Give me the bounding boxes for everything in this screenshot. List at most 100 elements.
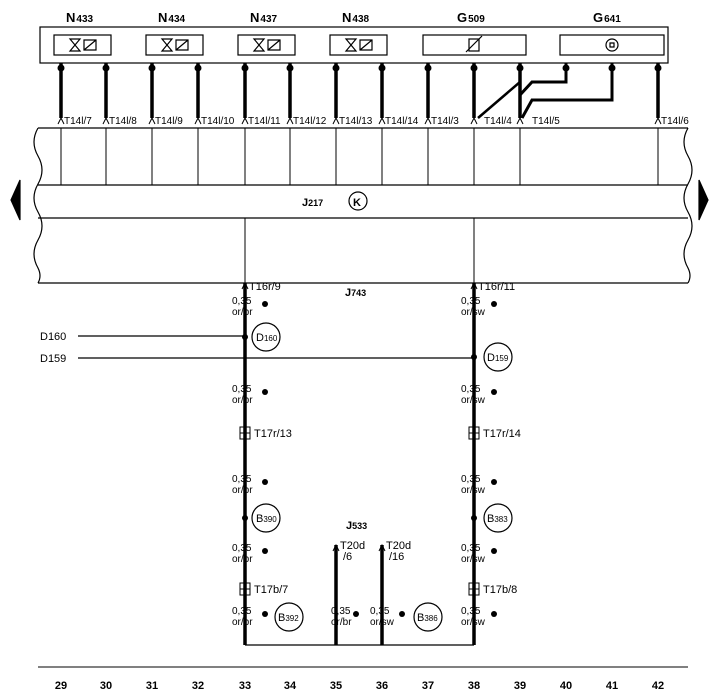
- svg-text:0,35: 0,35: [331, 606, 351, 617]
- left-triangle-icon: [10, 179, 21, 221]
- t14-pin-labels: T14l/7 T14l/8 T14l/9 T14l/10 T14l/11 T14…: [64, 116, 689, 127]
- svg-text:B386: B386: [417, 612, 438, 624]
- track-number: 37: [422, 680, 434, 692]
- svg-text:B392: B392: [278, 612, 299, 624]
- track-number: 36: [376, 680, 388, 692]
- pin-label: T14l/11: [248, 116, 281, 127]
- svg-text:0,35: 0,35: [232, 543, 252, 554]
- svg-text:B390: B390: [256, 513, 277, 525]
- j533-pin-b: T20d: [386, 540, 411, 552]
- pin-label: T14l/13: [339, 116, 373, 127]
- pin-label: T14l/4: [484, 116, 512, 127]
- connector-t17b-8: T17b/8: [483, 584, 517, 596]
- track-number: 29: [55, 680, 67, 692]
- svg-text:0,35: 0,35: [461, 384, 481, 395]
- svg-text:N434: N434: [158, 10, 186, 25]
- svg-text:0,35: 0,35: [232, 296, 252, 307]
- inline-connector-icon: [239, 426, 480, 596]
- component-letter: G: [457, 10, 467, 25]
- svg-text:G641: G641: [593, 10, 621, 25]
- pin-label: T14l/7: [64, 116, 92, 127]
- svg-text:D159: D159: [487, 352, 509, 364]
- track-number: 38: [468, 680, 480, 692]
- splice-dots: [242, 301, 497, 617]
- pin-label: T14l/9: [155, 116, 183, 127]
- j533-pin-a: T20d: [340, 540, 365, 552]
- svg-text:0,35: 0,35: [232, 384, 252, 395]
- component-wires: [59, 63, 660, 119]
- j533-label: J533: [346, 520, 367, 532]
- svg-text:N433: N433: [66, 10, 94, 25]
- svg-text:or/sw: or/sw: [370, 617, 395, 628]
- track-number: 33: [239, 680, 251, 692]
- track-number: 35: [330, 680, 342, 692]
- svg-text:or/br: or/br: [232, 307, 253, 318]
- svg-text:or/br: or/br: [232, 395, 253, 406]
- svg-text:0,35: 0,35: [461, 606, 481, 617]
- wire-dots: [57, 64, 662, 72]
- track-number: 32: [192, 680, 204, 692]
- connector-t17r-13: T17r/13: [254, 428, 292, 440]
- svg-text:N437: N437: [250, 10, 278, 25]
- component-letter: N: [158, 10, 167, 25]
- svg-text:or/br: or/br: [331, 617, 352, 628]
- component-labels: N433 N434 N437 N438 G509 G641: [66, 10, 621, 25]
- j533-pin-a-sub: /6: [343, 551, 352, 563]
- j217-label: J217: [302, 197, 323, 209]
- component-housing: [39, 26, 669, 64]
- component-letter: G: [593, 10, 603, 25]
- component-letter: N: [66, 10, 75, 25]
- svg-text:or/br: or/br: [232, 485, 253, 496]
- svg-text:or/sw: or/sw: [461, 307, 486, 318]
- component-number: 641: [604, 14, 621, 25]
- svg-text:0,35: 0,35: [461, 296, 481, 307]
- connector-t17b-7: T17b/7: [254, 584, 288, 596]
- splice-circles: [251, 322, 513, 632]
- pin-label: T14l/6: [661, 116, 689, 127]
- svg-text:0,35: 0,35: [461, 474, 481, 485]
- svg-text:G509: G509: [457, 10, 485, 25]
- component-number: 437: [260, 14, 277, 25]
- svg-text:0,35: 0,35: [370, 606, 390, 617]
- svg-text:or/sw: or/sw: [461, 485, 486, 496]
- pin-label: T14l/3: [431, 116, 459, 127]
- track-number: 40: [560, 680, 572, 692]
- k-symbol-icon: [348, 191, 368, 211]
- sensor-symbol-icon: [465, 35, 619, 53]
- pin-label: T14l/12: [293, 116, 327, 127]
- splice-labels: D160 D159 B390 B383 B392 B386: [256, 332, 509, 624]
- g641-box: [559, 34, 665, 56]
- track-number: 42: [652, 680, 664, 692]
- pin-label: T14l/5: [532, 116, 560, 127]
- svg-text:or/br: or/br: [232, 554, 253, 565]
- svg-text:N438: N438: [342, 10, 370, 25]
- component-letter: N: [250, 10, 259, 25]
- control-unit-outline: [33, 127, 693, 284]
- track-number: 30: [100, 680, 112, 692]
- component-number: 434: [168, 14, 185, 25]
- svg-text:0,35: 0,35: [232, 474, 252, 485]
- input-label-d159: D159: [40, 353, 66, 365]
- svg-text:D160: D160: [256, 332, 278, 344]
- pin-arrows: [57, 116, 662, 125]
- j743-label: J743: [345, 287, 366, 299]
- track-number: 39: [514, 680, 526, 692]
- track-number: 31: [146, 680, 158, 692]
- n437-box: [237, 34, 296, 56]
- connector-right-label: T16r/11: [478, 281, 515, 293]
- connector-left-label: T16r/9: [249, 281, 281, 293]
- pin-label: T14l/8: [109, 116, 137, 127]
- track-number: 34: [284, 680, 297, 692]
- svg-text:or/sw: or/sw: [461, 395, 486, 406]
- g509-box: [422, 34, 527, 56]
- k-symbol-text: K: [353, 197, 361, 209]
- svg-text:or/sw: or/sw: [461, 554, 486, 565]
- component-number: 438: [352, 14, 369, 25]
- component-number: 509: [468, 14, 485, 25]
- svg-text:0,35: 0,35: [461, 543, 481, 554]
- connector-t17r-14: T17r/14: [483, 428, 521, 440]
